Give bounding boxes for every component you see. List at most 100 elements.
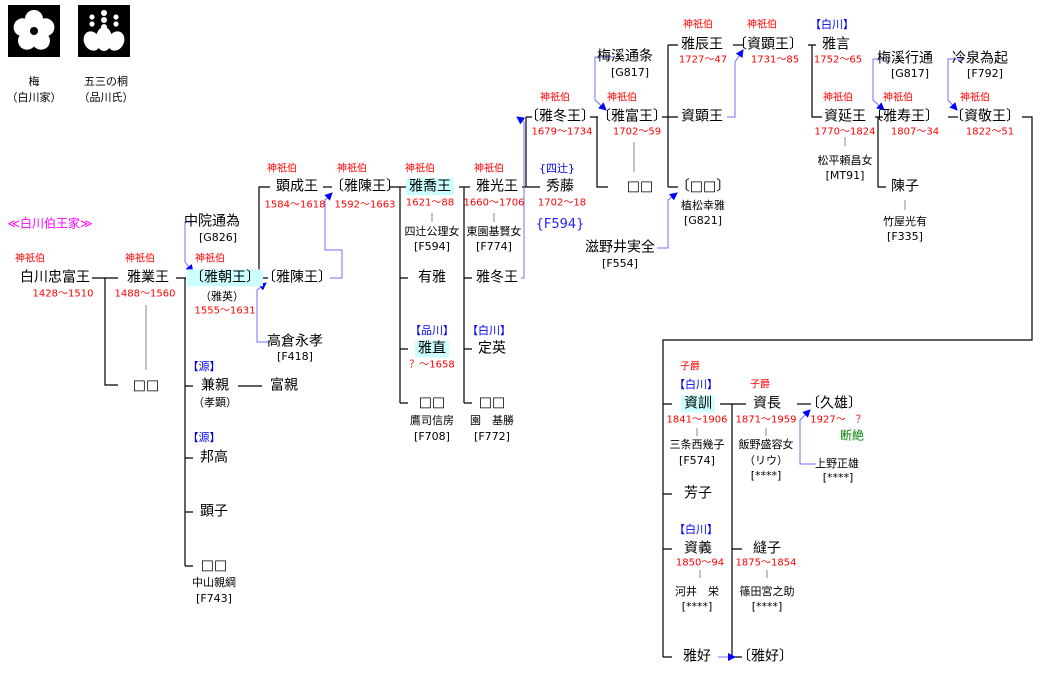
paulownia-crest-icon	[78, 5, 130, 57]
crest-label: 五三の桐	[84, 74, 128, 88]
person-name: 陳子	[891, 178, 919, 195]
person-name: 邦高	[200, 449, 228, 466]
reference-code: [F574]	[679, 453, 715, 467]
person-name: 資訓	[681, 395, 715, 413]
spouse-name: 植松幸雅	[681, 198, 725, 212]
lifespan: 1584〜1618	[264, 199, 326, 211]
person-name: 資義	[684, 540, 712, 557]
reference-code: [F743]	[196, 591, 232, 605]
rank-label: 神祇伯	[125, 253, 155, 265]
person-name: 秀藤	[546, 178, 574, 195]
rank-label: 神祇伯	[195, 253, 225, 265]
clan-label: 【源】	[187, 359, 221, 373]
person-name: 〔雅寿王〕	[869, 108, 939, 125]
person-name: 梅溪行通	[877, 50, 933, 67]
lifespan: 1731〜85	[750, 54, 800, 66]
rank-label: 神祇伯	[960, 92, 990, 104]
lifespan: 1752〜65	[813, 54, 863, 66]
rank-label: 神祇伯	[747, 19, 777, 31]
person-name: 〔雅陳王〕	[262, 269, 332, 286]
lifespan: 1727〜47	[678, 54, 728, 66]
lifespan: 1621〜88	[405, 197, 455, 209]
person-name: 定英	[478, 340, 506, 357]
reference-code: [F792]	[967, 66, 1003, 80]
person-name: 〔資顕王〕	[733, 36, 803, 53]
lifespan: 1841〜1906	[666, 414, 728, 426]
person-name: 〔雅好〕	[737, 648, 793, 665]
family-title: ≪白川伯王家≫	[7, 216, 93, 231]
person-name: 資長	[753, 395, 781, 412]
plum-crest-icon	[8, 5, 60, 57]
person-name: 〔雅冬王〕	[525, 108, 595, 125]
person-name: 冷泉為起	[952, 50, 1008, 67]
spouse-name: 上野正雄	[815, 456, 859, 470]
reference-code: [F772]	[474, 429, 510, 443]
person-name: 〔雅朝王〕	[187, 269, 263, 287]
lifespan: 1555〜1631	[194, 305, 256, 317]
lifespan: 1702〜18	[537, 197, 587, 209]
rank-label: 神祇伯	[540, 92, 570, 104]
spouse-name: 河井 栄	[675, 584, 719, 598]
person-name: 資顕王	[681, 108, 723, 125]
rank-label: 神祇伯	[337, 163, 367, 175]
person-name: 顕子	[200, 503, 228, 520]
reference-code: [F554]	[602, 256, 638, 270]
person-name: 白川忠富王	[20, 269, 90, 286]
lifespan: ？〜1658	[409, 359, 455, 371]
person-name: 顕成王	[276, 178, 318, 195]
reference-code: [G817]	[890, 66, 930, 80]
clan-label: 【白川】	[674, 522, 718, 536]
lifespan: 1871〜1959	[735, 414, 797, 426]
person-name: 富親	[270, 377, 298, 394]
person-name: 兼親	[201, 377, 229, 394]
lifespan: 1822〜51	[965, 126, 1015, 138]
person-name: 〔雅富王〕	[597, 108, 667, 125]
rank-label: 神祇伯	[883, 92, 913, 104]
rank-label: 神祇伯	[474, 163, 504, 175]
rank-label: 神祇伯	[823, 92, 853, 104]
alias-name: （リウ）	[744, 453, 788, 467]
lifespan: 1875〜1854	[735, 557, 797, 569]
spouse-name: 中山親綱	[192, 575, 236, 589]
person-name: 〔雅陳王〕	[330, 178, 400, 195]
person-name: 雅冬王	[476, 269, 518, 286]
person-name: 雅喬王	[406, 178, 454, 196]
spouse-name: 篠田宮之助	[739, 584, 795, 598]
spouse-name: 松平頼昌女	[817, 153, 873, 167]
clan-label: 【白川】	[467, 323, 511, 337]
reference-code: [F335]	[887, 229, 923, 243]
reference-code: [F418]	[277, 349, 313, 363]
lifespan: 1702〜59	[612, 126, 662, 138]
spouse-name: 東園基賢女	[466, 224, 522, 238]
reference-code: [****]	[750, 468, 782, 482]
person-name: 梅溪通条	[597, 48, 653, 65]
clan-label: 【源】	[187, 430, 221, 444]
person-name: 高倉永孝	[267, 333, 323, 350]
reference-code: [G821]	[683, 213, 723, 227]
reference-code: [F708]	[414, 429, 450, 443]
reference-code: [G826]	[198, 230, 238, 244]
extinct-note: 断絶	[839, 428, 865, 443]
clan-label: 【白川】	[674, 377, 718, 391]
reference-code: {F594}	[535, 216, 585, 232]
lifespan: 1679〜1734	[531, 126, 593, 138]
rank-label: 神祇伯	[15, 253, 45, 265]
person-name: 雅言	[822, 36, 850, 53]
lifespan: 1807〜34	[890, 126, 940, 138]
person-name: 雅辰王	[681, 36, 723, 53]
person-name: 縫子	[753, 540, 781, 557]
person-name: 滋野井実全	[585, 239, 655, 256]
rank-label: 神祇伯	[267, 163, 297, 175]
person-name: 雅直	[415, 340, 449, 358]
rank-label: 子爵	[680, 361, 700, 373]
crest-label: 梅	[28, 74, 40, 88]
person-name: 〔資敬王〕	[950, 108, 1020, 125]
spouse-name: 飯野盛容女	[738, 437, 794, 451]
reference-code: [F774]	[476, 239, 512, 253]
person-name: 雅業王	[127, 269, 169, 286]
lifespan: 1770〜1824	[814, 126, 876, 138]
alias-name: （孝顕）	[193, 395, 237, 409]
person-name: □□	[626, 178, 654, 195]
spouse-name: 三条西幾子	[669, 437, 725, 451]
